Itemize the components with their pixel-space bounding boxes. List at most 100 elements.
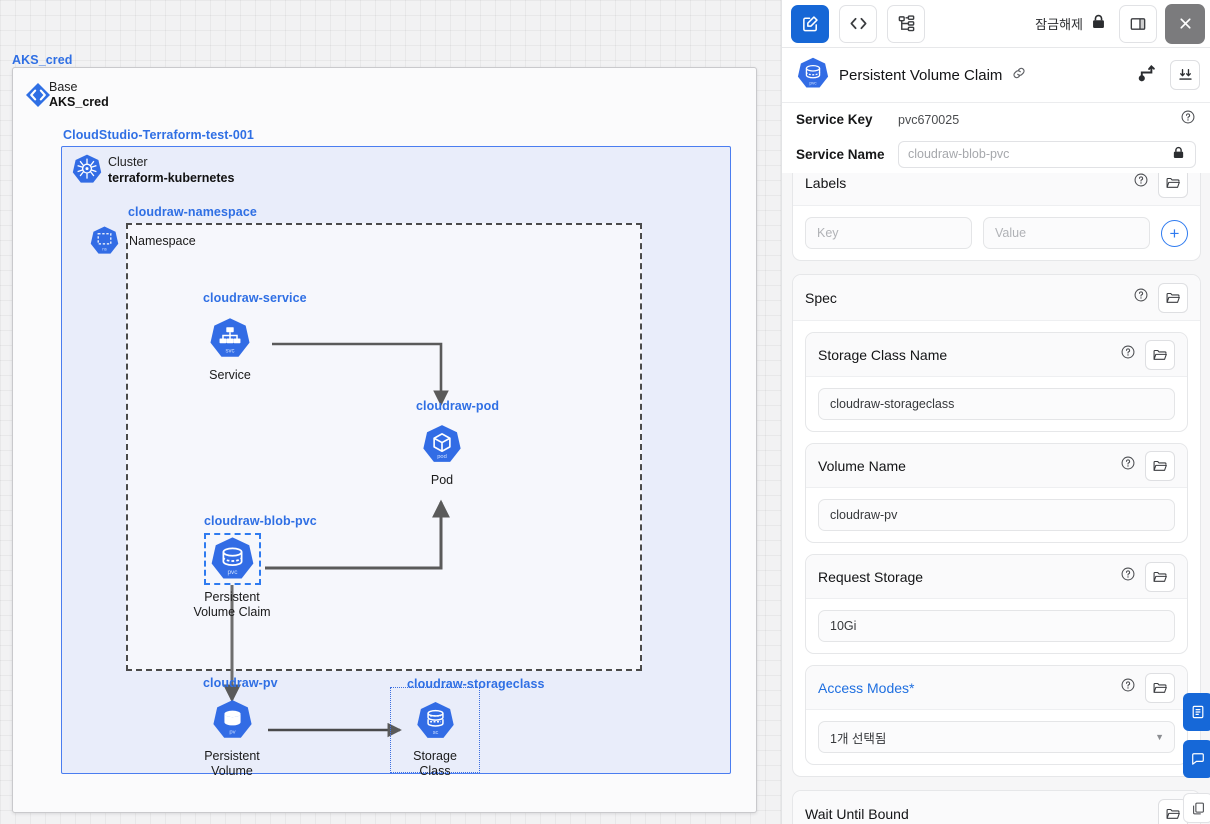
help-circle-icon[interactable]: [1120, 344, 1136, 365]
cluster-name-label: terraform-kubernetes: [108, 171, 235, 185]
svg-text:pvc: pvc: [809, 80, 817, 85]
help-circle-icon[interactable]: [1133, 287, 1149, 308]
cluster-group-label: CloudStudio-Terraform-test-001: [63, 128, 254, 142]
base-type-label: Base: [49, 80, 78, 94]
label-key-input[interactable]: Key: [805, 217, 972, 249]
k8s-storageclass-icon: sc: [415, 700, 456, 741]
download-all-icon[interactable]: [1170, 60, 1200, 90]
field-title: Volume Name: [818, 457, 906, 474]
storage-class-name-input[interactable]: cloudraw-storageclass: [818, 388, 1175, 420]
k8s-pvc-icon: pvc: [796, 56, 830, 95]
open-folder-icon[interactable]: [1145, 339, 1175, 370]
wait-until-bound-section: Wait Until Bound false: [792, 790, 1201, 824]
storageclass-highlight-box: [390, 687, 480, 773]
node-storageclass-caption: Storage Class: [413, 749, 457, 778]
labels-section: Labels: [792, 173, 1201, 261]
k8s-pvc-icon: pvc: [209, 535, 256, 582]
node-pv[interactable]: pv Persistent Volume: [172, 698, 292, 778]
field-body: cloudraw-pv: [806, 488, 1187, 542]
help-circle-icon[interactable]: [1133, 173, 1149, 193]
code-view-button[interactable]: [839, 4, 877, 43]
field-body: 10Gi: [806, 599, 1187, 653]
svg-text:sc: sc: [432, 730, 438, 736]
field-storage-class-name: Storage Class Name cloud: [805, 332, 1188, 432]
service-key-label: Service Key: [796, 112, 873, 127]
labels-body: Key Value +: [793, 206, 1200, 260]
access-modes-select[interactable]: 1개 선택됨 ▼: [818, 721, 1175, 753]
service-key-value: pvc670025: [898, 112, 960, 127]
field-title: Storage Class Name: [818, 346, 948, 363]
field-body: cloudraw-storageclass: [806, 377, 1187, 431]
node-namespace[interactable]: ns Namespace: [89, 225, 209, 256]
field-title: Access Modes*: [818, 679, 915, 696]
edge-action-1[interactable]: [1183, 693, 1210, 731]
namespace-container[interactable]: [126, 223, 642, 671]
k8s-pod-icon: pod: [421, 423, 463, 465]
help-circle-icon[interactable]: [1180, 109, 1196, 130]
open-folder-icon[interactable]: [1158, 173, 1188, 198]
wait-until-bound-title: Wait Until Bound: [805, 805, 909, 822]
label-value-input[interactable]: Value: [983, 217, 1150, 249]
spec-header: Spec: [793, 275, 1200, 321]
service-name-placeholder: cloudraw-blob-pvc: [908, 147, 1010, 161]
service-name-row: Service Name cloudraw-blob-pvc: [782, 136, 1210, 172]
service-name-input[interactable]: cloudraw-blob-pvc: [898, 140, 1196, 168]
node-pod-caption: Pod: [430, 473, 454, 487]
service-key-row: Service Key pvc670025: [782, 103, 1210, 136]
tree-view-button[interactable]: [887, 4, 925, 43]
node-service[interactable]: svc Service: [170, 316, 290, 383]
node-storageclass[interactable]: sc Storage Class: [375, 700, 495, 778]
k8s-pv-icon: pv: [211, 698, 254, 741]
node-pvc[interactable]: pvc Persistent Volume Claim: [172, 535, 292, 619]
field-header: Request Storage: [806, 555, 1187, 599]
help-circle-icon[interactable]: [1120, 677, 1136, 698]
base-name-label: AKS_cred: [49, 95, 109, 109]
svg-text:svc: svc: [225, 348, 234, 354]
k8s-service-icon: svc: [208, 316, 252, 360]
open-folder-icon[interactable]: [1145, 672, 1175, 703]
labels-title: Labels: [805, 174, 847, 191]
panel-layout-icon[interactable]: [1119, 4, 1157, 43]
edge-action-3[interactable]: [1183, 793, 1210, 823]
access-modes-value: 1개 선택됨: [830, 731, 887, 746]
link-chain-icon[interactable]: [1011, 65, 1027, 86]
field-title: Request Storage: [818, 568, 924, 585]
cluster-type-label: Cluster: [108, 155, 148, 169]
add-label-button[interactable]: +: [1161, 219, 1188, 247]
open-folder-icon[interactable]: [1145, 450, 1175, 481]
field-volume-name: Volume Name cloudraw-pv: [805, 443, 1188, 543]
form-view-button[interactable]: [791, 4, 829, 43]
svg-text:pv: pv: [229, 730, 235, 736]
panel-body[interactable]: Labels: [782, 173, 1210, 824]
lock-closed-icon[interactable]: [1171, 145, 1186, 163]
help-circle-icon[interactable]: [1120, 566, 1136, 587]
cluster-header: Cluster terraform-kubernetes: [108, 154, 234, 186]
pvc-selection-box: [204, 533, 261, 585]
base-diamond-icon: [25, 82, 51, 113]
field-header: Storage Class Name: [806, 333, 1187, 377]
field-header: Access Modes*: [806, 666, 1187, 710]
request-storage-input[interactable]: 10Gi: [818, 610, 1175, 642]
wait-until-bound-header: Wait Until Bound: [793, 791, 1200, 824]
lock-status[interactable]: 잠금해제: [1035, 13, 1107, 35]
lock-closed-icon[interactable]: [1090, 13, 1107, 35]
route-path-icon[interactable]: [1137, 61, 1160, 89]
diagram-canvas[interactable]: AKS_cred Base AKS_cred CloudStudio-Terra…: [0, 0, 781, 824]
service-group-label: cloudraw-service: [203, 291, 307, 305]
svg-text:ns: ns: [102, 246, 107, 251]
field-header: Volume Name: [806, 444, 1187, 488]
node-service-caption: Service: [209, 368, 251, 382]
kubernetes-icon: [71, 153, 103, 190]
storageclass-group-label: cloudraw-storageclass: [407, 677, 545, 691]
help-circle-icon[interactable]: [1120, 455, 1136, 476]
close-panel-button[interactable]: [1165, 3, 1205, 44]
labels-header: Labels: [793, 173, 1200, 206]
open-folder-icon[interactable]: [1145, 561, 1175, 592]
open-folder-icon[interactable]: [1158, 282, 1188, 313]
volume-name-input[interactable]: cloudraw-pv: [818, 499, 1175, 531]
svg-text:pvc: pvc: [227, 569, 238, 576]
spec-title: Spec: [805, 289, 837, 306]
node-namespace-caption: Namespace: [129, 233, 196, 248]
edge-action-2[interactable]: [1183, 740, 1210, 778]
node-pod[interactable]: pod Pod: [382, 423, 502, 488]
